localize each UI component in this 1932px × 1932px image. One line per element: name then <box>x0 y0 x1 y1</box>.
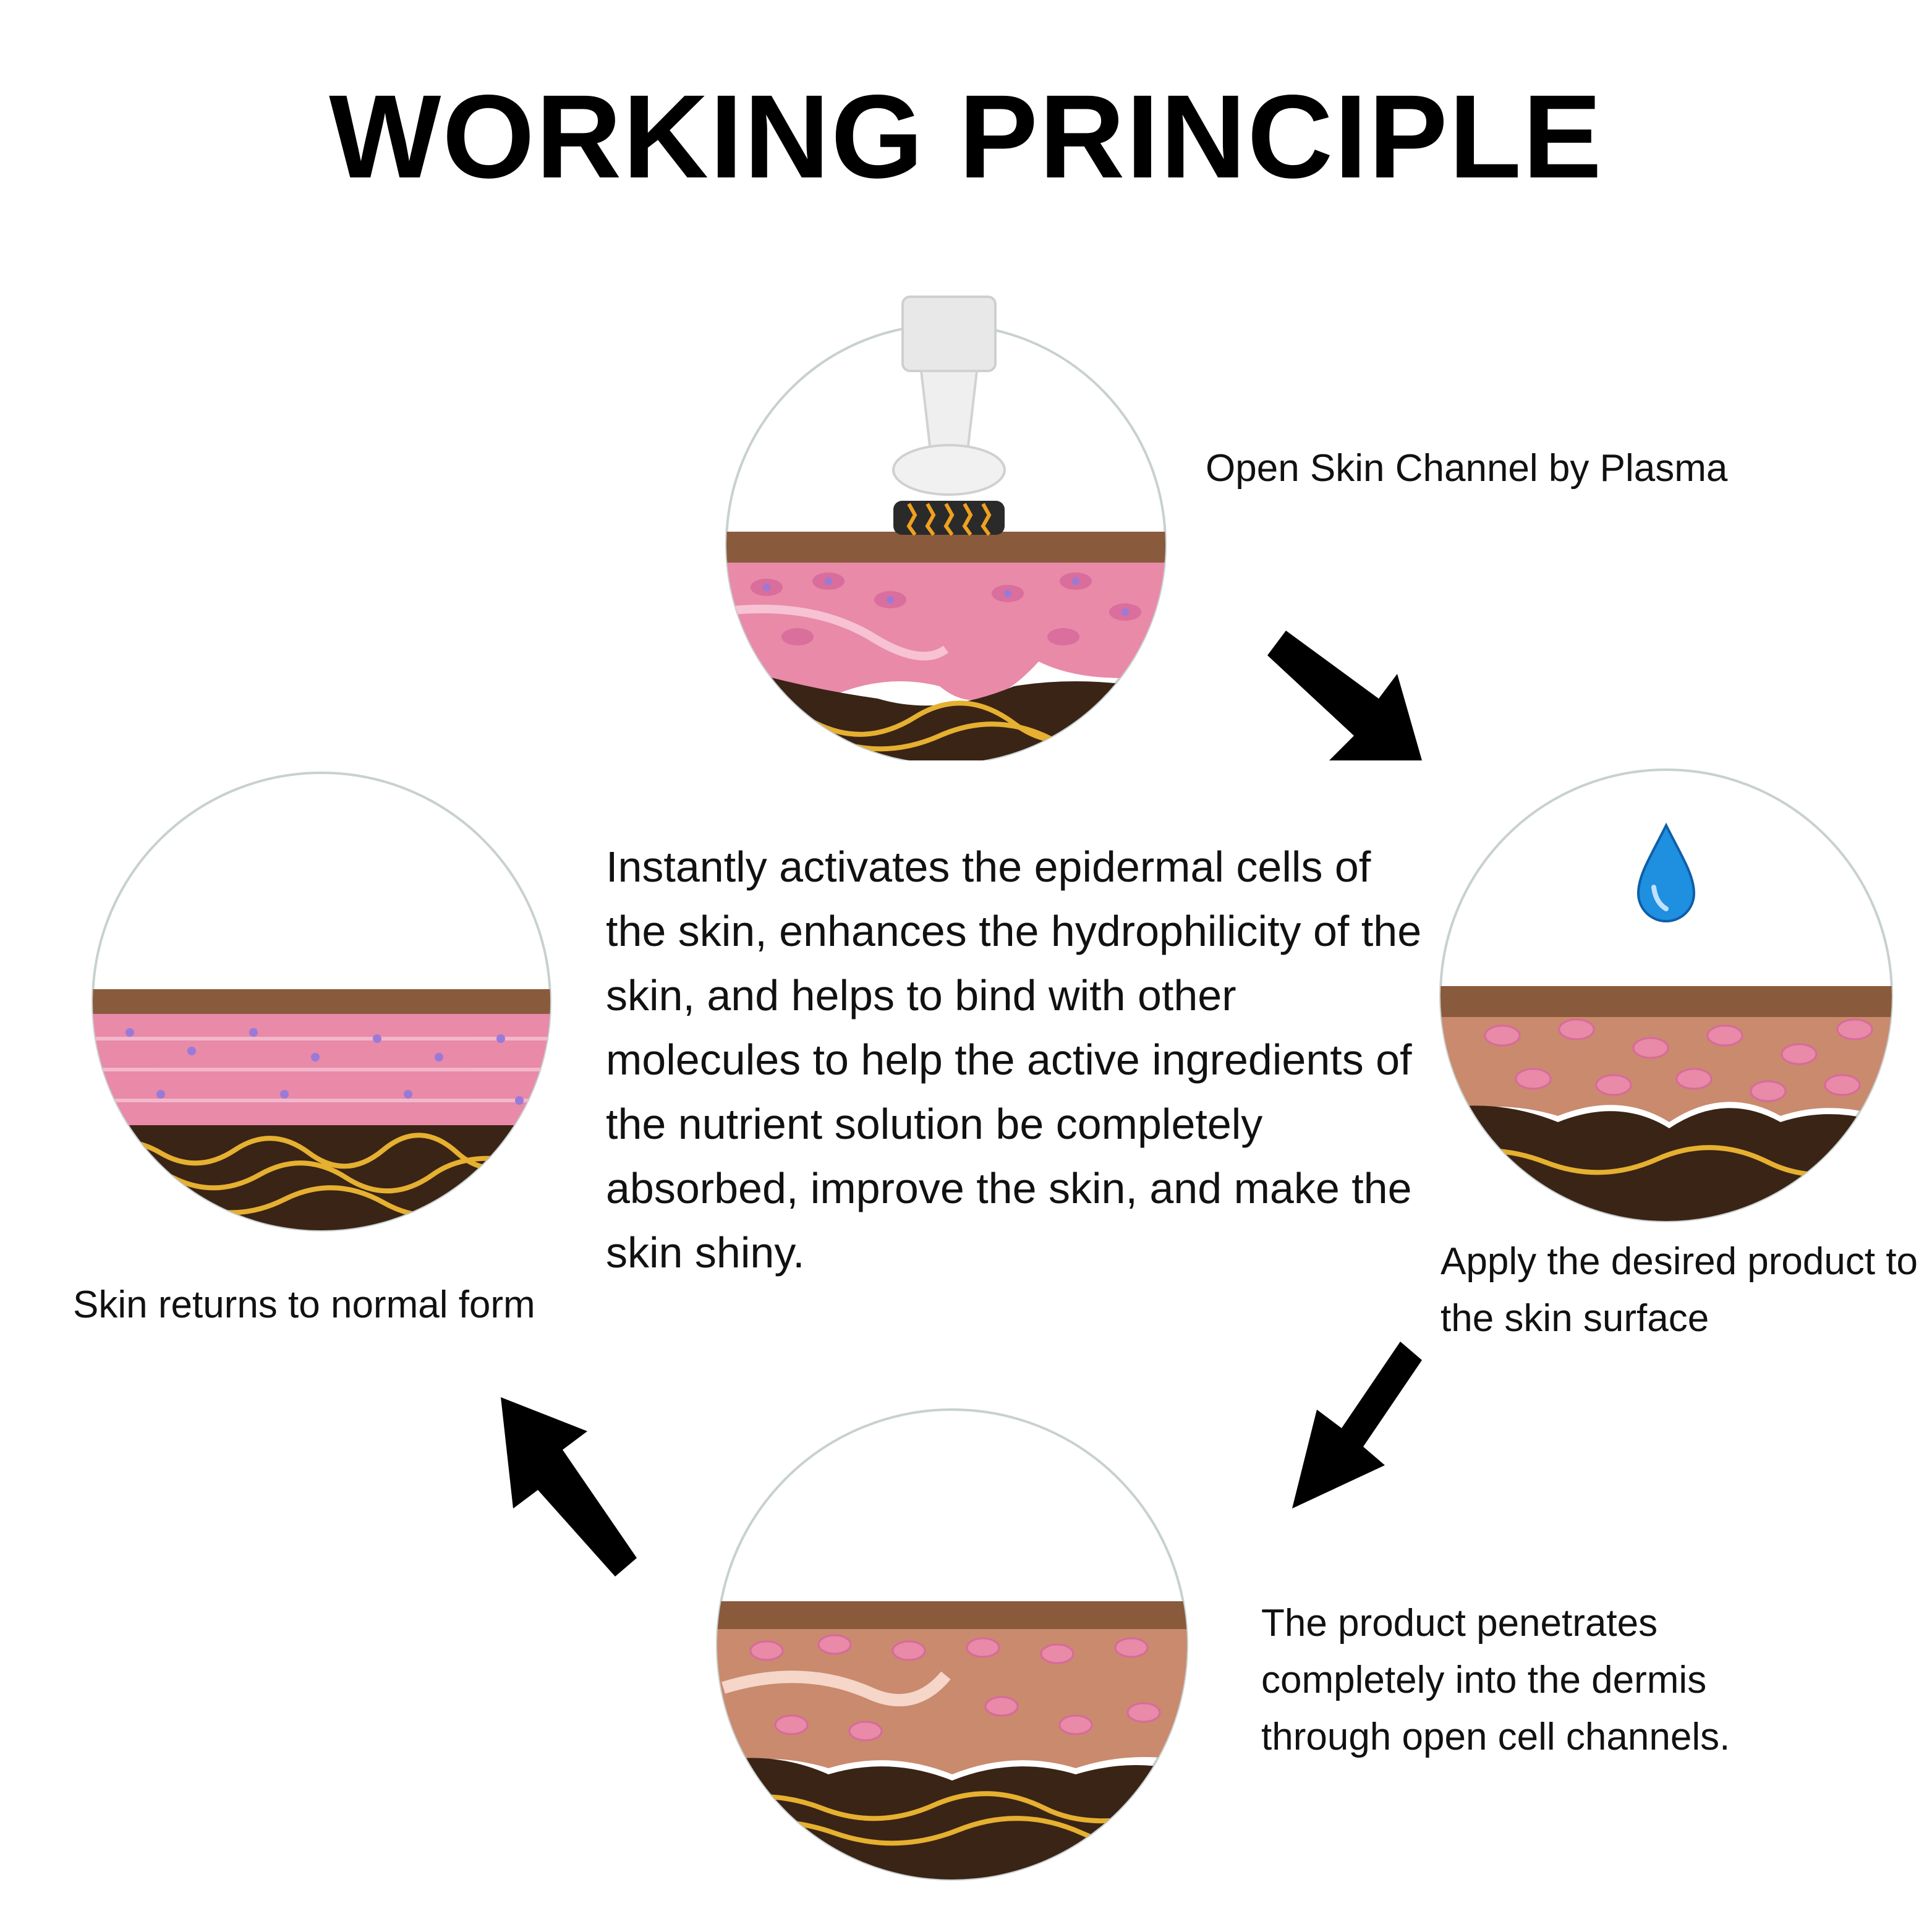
step-apply-caption: Apply the desired product to the skin su… <box>1440 1240 1918 1340</box>
arrow-penetrate-to-normal <box>488 1397 649 1577</box>
center-description: Instantly activates the epidermal cells … <box>606 843 1422 1277</box>
step-plasma-caption: Open Skin Channel by Plasma <box>1206 447 1728 490</box>
plasma-applicator-icon <box>892 296 1006 536</box>
step-penetrate-caption: The product penetrates completely into t… <box>1261 1602 1730 1758</box>
water-drop-icon <box>1636 822 1696 922</box>
page-title: WORKING PRINCIPLE <box>329 70 1603 203</box>
step-normal-illustration <box>87 767 556 1236</box>
arrow-apply-to-penetrate <box>1280 1342 1428 1515</box>
step-apply-illustration <box>1434 764 1898 1227</box>
arrow-plasma-to-apply <box>1255 631 1428 767</box>
step-penetrate-illustration <box>711 1403 1193 1886</box>
step-normal-caption: Skin returns to normal form <box>73 1283 535 1326</box>
step-plasma-illustration <box>717 291 1175 760</box>
